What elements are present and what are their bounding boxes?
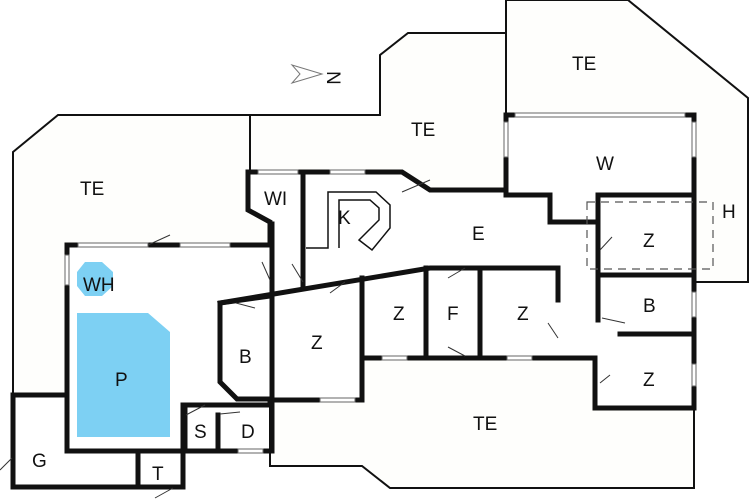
door	[599, 236, 613, 251]
door	[447, 267, 466, 279]
window	[237, 448, 264, 454]
window	[257, 169, 299, 175]
compass-label: N	[322, 71, 343, 85]
room-label-bathroom-west: B	[239, 347, 252, 368]
door	[235, 302, 256, 309]
terrace-northeast-outline	[505, 0, 749, 283]
room-label-wi: WI	[264, 189, 287, 210]
door	[219, 411, 241, 415]
room-label-bedroom-center: Z	[517, 304, 529, 325]
room-label-garage: G	[32, 451, 47, 472]
room-label-bedroom-sw: Z	[311, 333, 323, 354]
door	[0, 457, 13, 471]
door	[261, 261, 271, 281]
room-label-loft: H	[722, 202, 736, 223]
room-label-pool: P	[115, 370, 128, 391]
room-label-storage: F	[447, 304, 459, 325]
window	[77, 242, 149, 248]
window	[503, 121, 509, 158]
door	[185, 404, 206, 416]
room-label-shower: D	[241, 422, 255, 443]
door	[547, 322, 559, 339]
window	[691, 363, 697, 387]
room-label-terrace-northeast: TE	[572, 54, 596, 75]
north-arrow-icon	[290, 64, 324, 84]
window	[691, 291, 697, 318]
door	[401, 179, 431, 193]
door	[154, 487, 174, 499]
room-label-terrace-center: TE	[411, 120, 435, 141]
room-label-hot-tub: WH	[83, 275, 115, 296]
wall-garage	[10, 392, 186, 490]
window	[381, 355, 408, 361]
door	[147, 234, 171, 246]
wall-corridor	[217, 265, 561, 306]
pool-shape	[77, 313, 170, 437]
hot-tub-shape	[77, 262, 113, 296]
room-label-terrace-south: TE	[473, 414, 497, 435]
room-label-bathroom-east: B	[643, 296, 656, 317]
window	[329, 169, 366, 175]
window	[179, 242, 231, 248]
room-label-bedroom-east: Z	[643, 231, 655, 252]
window	[64, 254, 70, 286]
window	[506, 355, 533, 361]
room-label-bedroom-mid: Z	[393, 304, 405, 325]
window	[691, 121, 697, 158]
door	[291, 263, 304, 283]
room-label-bedroom-se: Z	[643, 370, 655, 391]
window	[514, 112, 686, 118]
room-label-kitchen: K	[338, 208, 351, 229]
window	[319, 397, 356, 403]
room-label-hall: E	[472, 224, 485, 245]
door	[599, 374, 611, 384]
room-label-winter-garden: W	[596, 154, 614, 175]
loft-outline	[586, 201, 714, 270]
room-label-toilet: T	[152, 464, 164, 485]
wall-pool-room	[64, 112, 697, 454]
door	[601, 317, 626, 324]
wall-step	[503, 192, 601, 225]
room-label-terrace-west: TE	[80, 179, 104, 200]
room-label-sauna: S	[194, 422, 207, 443]
terrace-center-outline	[248, 32, 507, 191]
door	[329, 281, 346, 294]
kitchen-counter	[306, 191, 391, 252]
door	[447, 346, 466, 357]
